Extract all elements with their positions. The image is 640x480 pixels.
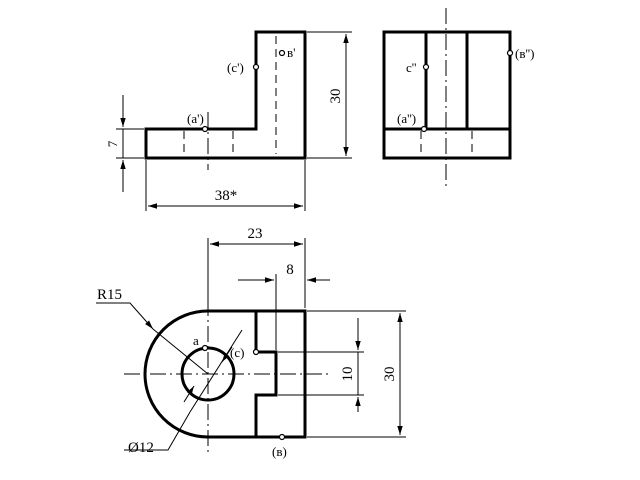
label-a-prime: (a') <box>187 111 204 126</box>
dimension-text-38: 38* <box>215 188 238 204</box>
label-b: (в) <box>272 444 287 459</box>
diameter-line <box>183 385 195 403</box>
side-view-outline <box>382 30 512 160</box>
side-view: c'' (в'') (a'') <box>382 8 534 186</box>
front-view-outline <box>144 30 307 160</box>
point-a-prime <box>201 125 209 133</box>
diameter-leader <box>124 411 191 451</box>
dimension-text-30-top: 30 <box>382 367 398 382</box>
point-c-prime <box>252 63 260 71</box>
diameter-line <box>189 329 243 413</box>
dimension-text-30: 30 <box>328 89 344 104</box>
label-c-dprime: c'' <box>406 60 416 75</box>
point-b-dprime <box>506 49 514 57</box>
point-a-dprime <box>420 125 428 133</box>
radius-text: R15 <box>97 287 122 303</box>
dimension-text-23: 23 <box>248 226 263 242</box>
top-view-outline <box>143 309 307 439</box>
front-view: (c') в' (a') 30 7 38* <box>105 30 352 211</box>
label-a: a <box>193 333 199 348</box>
diameter-line <box>221 346 233 363</box>
label-c-prime: (c') <box>227 60 244 75</box>
dimension-text-8: 8 <box>286 262 294 278</box>
dimension-text-base: 7 <box>105 140 120 147</box>
point-b <box>278 433 286 441</box>
dimension-text-10: 10 <box>340 367 356 382</box>
point-a <box>201 344 209 352</box>
point-c-dprime <box>422 63 430 71</box>
diameter-text: Ø12 <box>128 440 154 456</box>
label-b-dprime: (в'') <box>515 46 534 61</box>
label-c: (c) <box>230 345 244 360</box>
point-c <box>252 348 260 356</box>
point-b-prime <box>278 49 286 57</box>
label-a-dprime: (a'') <box>397 111 416 126</box>
radius-leader <box>96 302 154 330</box>
radius-leader <box>152 328 209 375</box>
top-view: a (c) (в) 23 8 10 30 R15 Ø12 <box>96 226 406 459</box>
label-b-prime: в' <box>287 45 295 60</box>
